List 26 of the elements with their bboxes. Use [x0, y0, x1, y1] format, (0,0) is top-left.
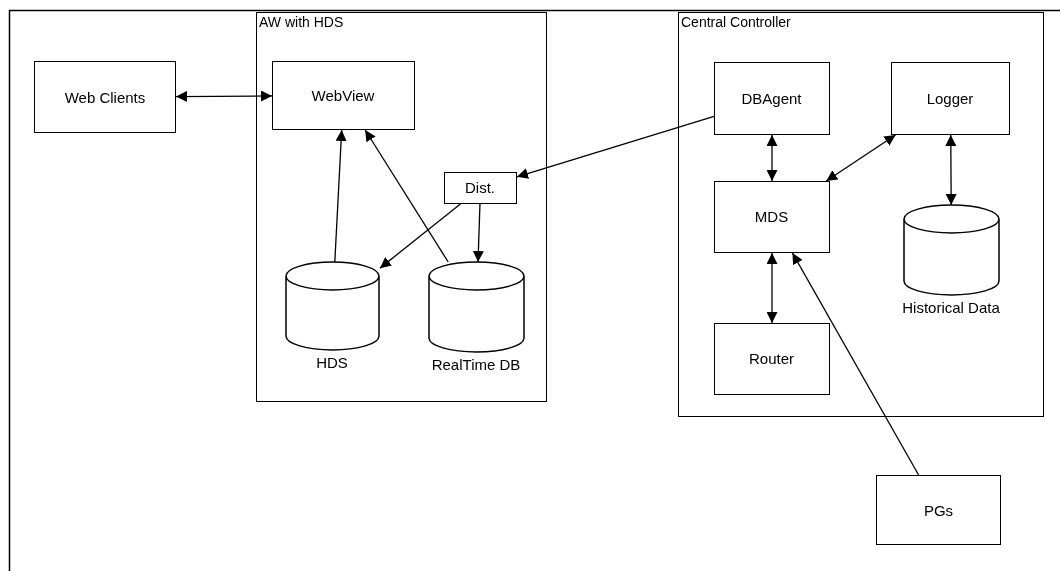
arrow — [766, 134, 778, 182]
arrow — [334, 129, 347, 263]
process-box: DBAgent — [713, 61, 830, 135]
arrow — [766, 252, 778, 324]
group-title: AW with HDS — [259, 14, 344, 30]
arrow — [516, 115, 715, 179]
database-label: Historical Data — [901, 298, 1001, 316]
process-box: MDS — [713, 180, 830, 253]
process-box: Dist. — [443, 171, 517, 204]
arrow — [364, 129, 449, 263]
arrow — [379, 203, 462, 269]
database-label: RealTime DB — [430, 355, 522, 373]
process-box: Logger — [890, 61, 1010, 135]
arrow — [825, 134, 897, 182]
arrow — [472, 203, 484, 263]
group-container — [256, 12, 547, 402]
process-box: WebView — [271, 60, 415, 130]
arrow — [175, 90, 273, 102]
group-title: Central Controller — [681, 14, 791, 30]
group-container — [678, 12, 1044, 417]
process-box: PGs — [876, 475, 1001, 545]
process-box: Web Clients — [34, 61, 176, 133]
arrow — [945, 134, 957, 206]
arrow — [791, 252, 920, 476]
database-label: HDS — [315, 353, 349, 371]
process-box: Router — [713, 322, 830, 395]
